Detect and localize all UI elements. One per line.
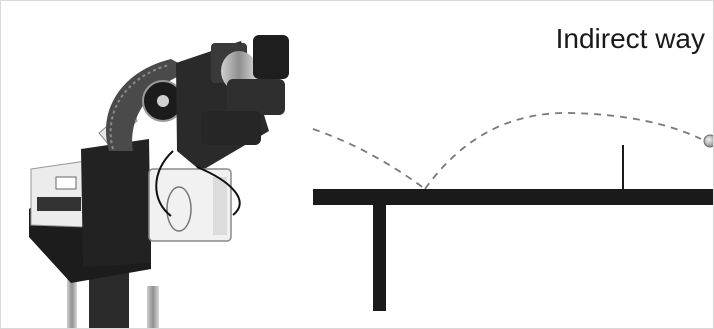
display-strip	[37, 197, 81, 211]
trajectory-bounce	[425, 113, 701, 189]
trajectory-incoming	[313, 129, 425, 189]
caption-label: Indirect way	[556, 23, 705, 55]
robot-launcher	[29, 35, 289, 329]
control-panel	[31, 161, 86, 227]
ball-icon	[704, 135, 714, 147]
motor-middle	[227, 79, 285, 115]
table-leg	[373, 193, 386, 311]
cable-bundle	[89, 271, 129, 329]
stand-pole-rear	[147, 286, 159, 329]
hopper-body	[81, 139, 151, 267]
table	[313, 145, 714, 311]
motor-lower	[201, 111, 261, 145]
motor-right	[253, 35, 289, 79]
barcode-label	[56, 177, 76, 189]
